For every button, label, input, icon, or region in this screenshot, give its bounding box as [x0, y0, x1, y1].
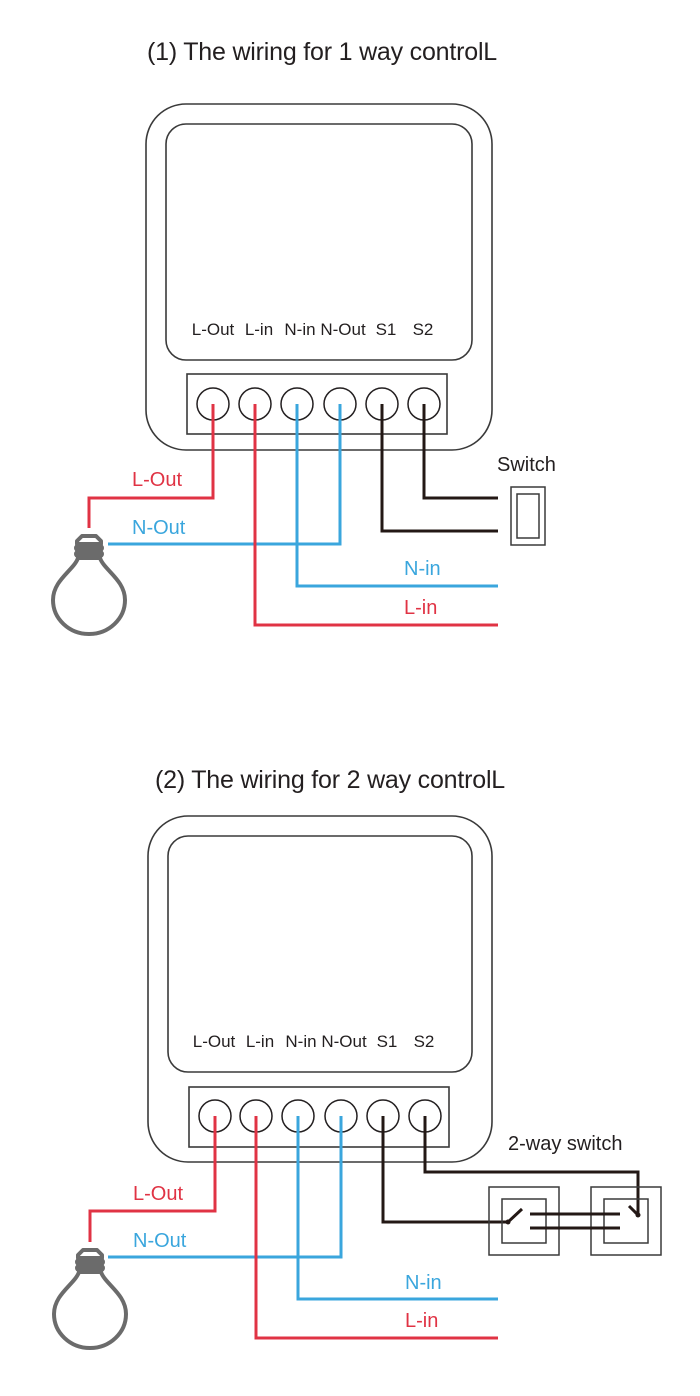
- wire-l-in: [254, 1116, 498, 1340]
- wire-s2: [422, 404, 498, 500]
- wire-n-in: [295, 404, 498, 588]
- terminal-label-s2: S2: [414, 1032, 435, 1051]
- module-housing: [145, 103, 493, 451]
- wire-l-in: [253, 404, 498, 627]
- terminal-block: [186, 373, 448, 435]
- switch-b-inner: [603, 1198, 649, 1244]
- wire-label-n-out: N-Out: [133, 1230, 187, 1252]
- wire-label-n-in: N-in: [404, 558, 441, 580]
- diagram-2-title: (2) The wiring for 2 way controlL: [154, 766, 506, 794]
- wire-label-n-out: N-Out: [132, 517, 186, 539]
- switch-b-frame: [590, 1186, 662, 1256]
- wire-s2: [423, 1116, 640, 1214]
- wall-switch-icon: [510, 486, 546, 546]
- terminal-label-l-out: L-Out: [193, 1032, 236, 1051]
- wire-label-n-in: N-in: [405, 1272, 442, 1294]
- light-bulb-icon: [51, 534, 127, 636]
- light-bulb-icon: [52, 1248, 128, 1350]
- wire-n-out: [108, 1116, 343, 1259]
- terminal-label-l-in: L-in: [245, 320, 273, 339]
- switch-a-frame: [488, 1186, 560, 1256]
- terminal-label-n-out: N-Out: [320, 320, 366, 339]
- terminal-label-n-in: N-in: [284, 320, 315, 339]
- wire-n-in: [296, 1116, 498, 1301]
- terminal-label-l-in: L-in: [246, 1032, 274, 1051]
- wire-label-l-out: L-Out: [132, 469, 182, 491]
- terminal-label-n-in: N-in: [285, 1032, 316, 1051]
- terminal-label-s1: S1: [377, 1032, 398, 1051]
- module-housing: [147, 815, 493, 1163]
- terminal-block: [188, 1086, 450, 1148]
- wire-l-out: [88, 1116, 217, 1242]
- switch-label: Switch: [497, 454, 556, 476]
- terminal-label-s2: S2: [413, 320, 434, 339]
- two-way-switch-label: 2-way switch: [508, 1133, 622, 1155]
- wire-n-out: [108, 404, 342, 546]
- terminal-label-s1: S1: [376, 320, 397, 339]
- terminal-label-l-out: L-Out: [192, 320, 235, 339]
- switch-a-inner: [501, 1198, 547, 1244]
- wire-label-l-in: L-in: [404, 597, 437, 619]
- wire-label-l-out: L-Out: [133, 1183, 183, 1205]
- diagram-1: L-Out L-in N-in N-Out S1 S2 L-Out N-Out: [51, 103, 556, 636]
- module-face: [167, 835, 473, 1073]
- diagram-1-title: (1) The wiring for 1 way controlL: [146, 38, 498, 66]
- wire-l-out: [87, 404, 215, 528]
- diagram-2: L-Out L-in N-in N-Out S1 S2 L-Out N-Out …: [52, 815, 662, 1350]
- terminal-label-n-out: N-Out: [321, 1032, 367, 1051]
- two-way-switch-icon: [488, 1186, 662, 1256]
- wire-label-l-in: L-in: [405, 1310, 438, 1332]
- module-face: [165, 123, 473, 361]
- wire-s1: [380, 404, 498, 533]
- wire-s1: [381, 1116, 508, 1224]
